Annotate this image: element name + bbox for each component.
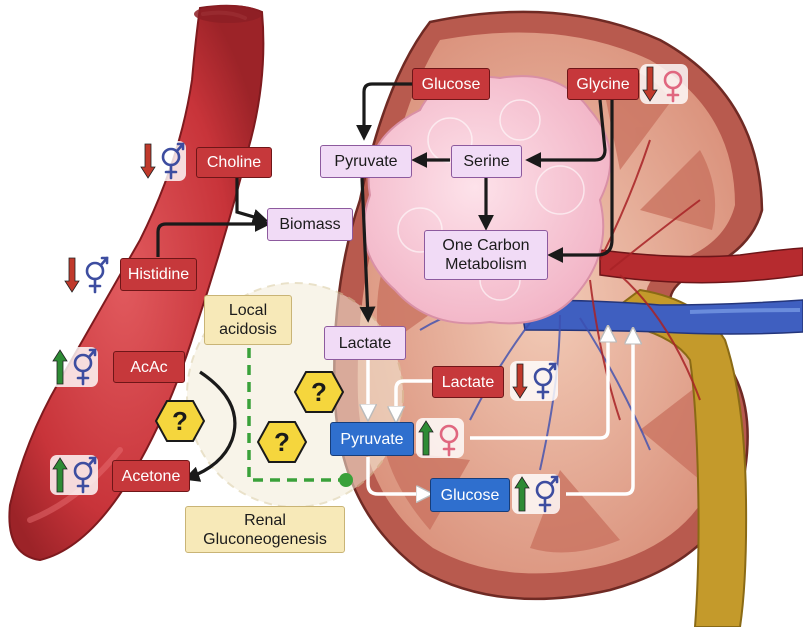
indicator-choline (138, 141, 186, 181)
indicator-acac (50, 347, 98, 387)
male-female-icon (163, 144, 183, 178)
down-arrow-icon (141, 144, 155, 178)
male-female-icon (75, 350, 95, 384)
male-female-icon (87, 258, 107, 292)
question-hexagon-3: ? (257, 420, 307, 464)
node-one-carbon-metabolism: One Carbon Metabolism (424, 230, 548, 280)
female-icon (441, 426, 457, 455)
node-glycine: Glycine (567, 68, 639, 100)
indicator-glucose-blue (512, 474, 560, 514)
question-hexagon-2: ? (155, 399, 205, 443)
node-serine: Serine (451, 145, 522, 178)
node-acac: AcAc (113, 351, 185, 383)
up-arrow-icon (53, 458, 67, 492)
note-local-acidosis: Local acidosis (204, 295, 292, 345)
node-biomass: Biomass (267, 208, 353, 241)
male-female-icon (537, 477, 557, 511)
node-histidine: Histidine (120, 258, 197, 291)
node-lactate: Lactate (324, 326, 406, 360)
indicator-pyruvate-blue (416, 418, 464, 458)
node-glucose-blue: Glucose (430, 478, 510, 512)
down-arrow-icon (643, 67, 657, 101)
indicator-histidine (62, 255, 110, 295)
svg-text:?: ? (172, 406, 188, 436)
note-renal-gluconeogenesis: Renal Gluconeogenesis (185, 506, 345, 553)
node-lactate-red: Lactate (432, 366, 504, 398)
svg-text:?: ? (274, 427, 290, 457)
female-icon (665, 72, 681, 101)
node-acetone: Acetone (112, 460, 190, 492)
node-pyruvate-blue: Pyruvate (330, 422, 414, 456)
kidney (334, 12, 803, 627)
svg-text:?: ? (311, 377, 327, 407)
up-arrow-icon (515, 477, 529, 511)
male-female-icon (535, 364, 555, 398)
up-arrow-icon (53, 350, 67, 384)
down-arrow-icon (513, 364, 527, 398)
indicator-lactate-right (510, 361, 558, 401)
indicator-acetone (50, 455, 98, 495)
node-glucose-top: Glucose (412, 68, 490, 100)
node-choline: Choline (196, 147, 272, 178)
indicator-glycine (640, 64, 688, 104)
node-pyruvate: Pyruvate (320, 145, 412, 178)
question-hexagon-1: ? (294, 370, 344, 414)
down-arrow-icon (65, 258, 79, 292)
up-arrow-icon (419, 421, 433, 455)
male-female-icon (75, 458, 95, 492)
